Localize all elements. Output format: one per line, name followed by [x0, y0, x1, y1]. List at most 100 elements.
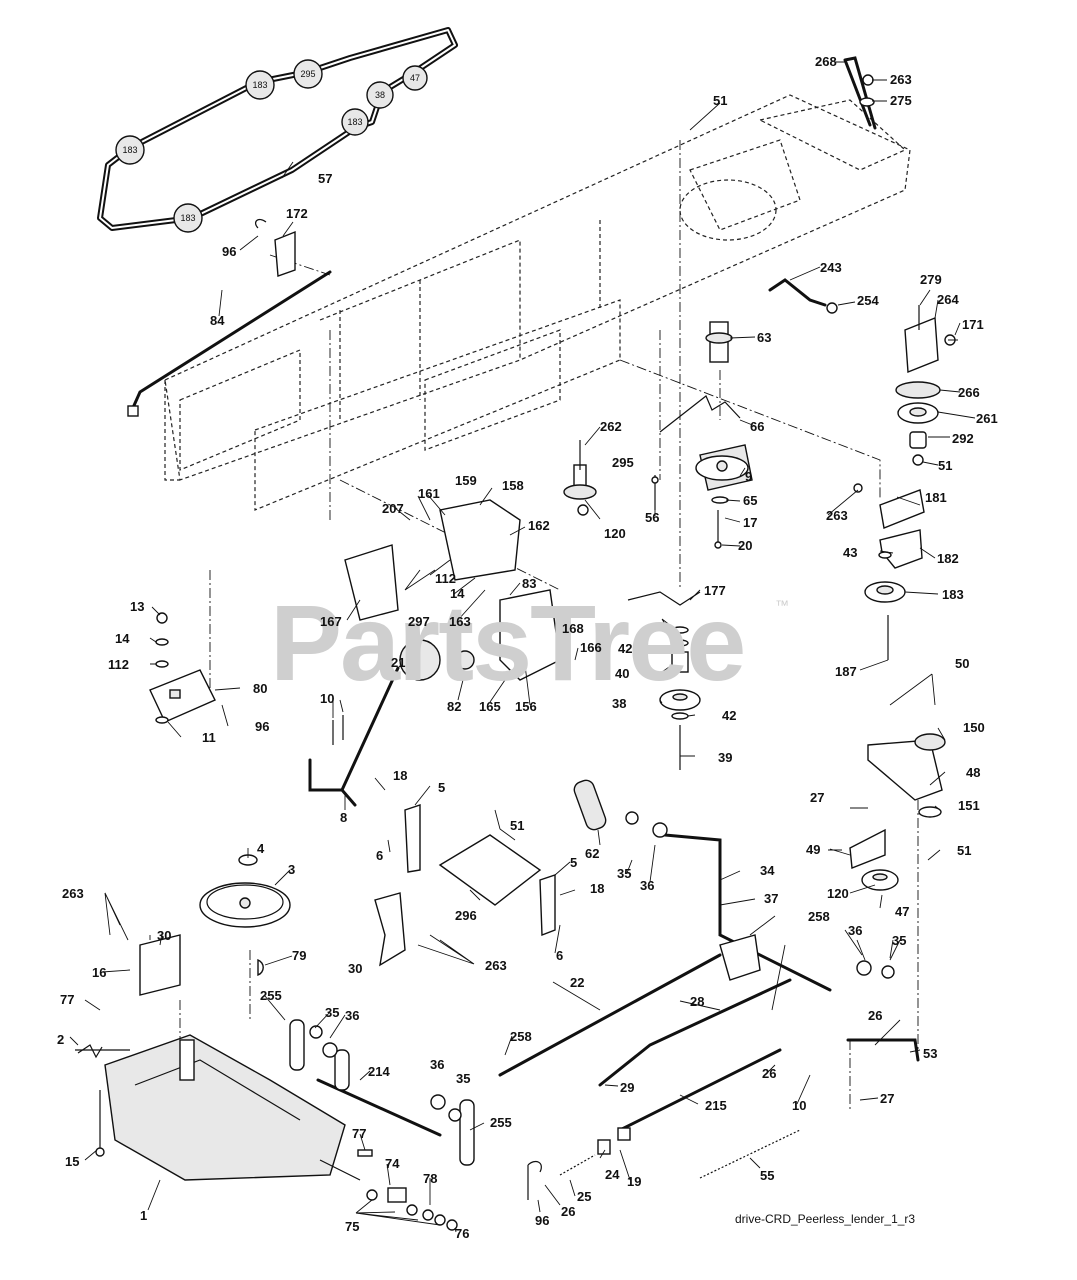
bracket-167	[344, 544, 399, 621]
callout-c42a: 42	[618, 641, 632, 656]
callout-c263d: 263	[485, 958, 507, 973]
callout-c183: 183	[942, 587, 964, 602]
collars-19-24	[597, 1127, 631, 1155]
callout-c1: 1	[140, 1208, 147, 1223]
callout-c120a: 120	[604, 526, 626, 541]
callout-c27b: 27	[880, 1091, 894, 1106]
washer-151	[918, 806, 942, 818]
callout-c255a: 255	[260, 988, 282, 1003]
callout-c172: 172	[286, 206, 308, 221]
callout-c29: 29	[620, 1080, 634, 1095]
bracket-30-left	[139, 934, 181, 996]
brake-lever-8	[308, 666, 400, 807]
key-79	[257, 958, 264, 977]
bracket-5-right	[539, 874, 556, 937]
callout-c51c: 51	[510, 818, 524, 833]
callout-c35a: 35	[617, 866, 631, 881]
callout-c62: 62	[585, 846, 599, 861]
rod-22	[498, 953, 722, 1077]
callout-c268: 268	[815, 54, 837, 69]
drive-belt: 183 295 47 38 183 183 183	[97, 27, 458, 233]
rod-215	[618, 1048, 782, 1132]
callout-c19: 19	[627, 1174, 641, 1189]
callout-c57: 57	[318, 171, 332, 186]
callout-c10a: 10	[320, 691, 334, 706]
callout-c264: 264	[937, 292, 959, 307]
belt-guide-66	[659, 395, 741, 433]
callout-c78: 78	[423, 1171, 437, 1186]
callout-c3: 3	[288, 862, 295, 877]
callout-c35b: 35	[892, 933, 906, 948]
callout-c77a: 77	[60, 992, 74, 1007]
callout-c53: 53	[923, 1046, 937, 1061]
pins-10	[332, 715, 344, 745]
belt-pulley: 183	[341, 108, 369, 136]
callout-c156: 156	[515, 699, 537, 714]
hardware-13-14-112-11	[155, 612, 169, 724]
callout-c295: 295	[612, 455, 634, 470]
axle-hardware	[366, 1187, 458, 1231]
pulley-295	[563, 440, 597, 516]
callout-c171: 171	[962, 317, 984, 332]
callout-c76: 76	[455, 1226, 469, 1241]
callout-c24: 24	[605, 1167, 620, 1182]
watermark: PartsTree ™	[270, 582, 789, 703]
svg-text:183: 183	[122, 145, 137, 155]
bracket-264	[904, 305, 956, 374]
washers-35-36	[309, 811, 895, 1122]
callout-c35d: 35	[456, 1071, 470, 1086]
spring-55	[699, 1129, 801, 1179]
callout-c167: 167	[320, 614, 342, 629]
bolt-20	[714, 510, 722, 549]
callout-c50: 50	[955, 656, 969, 671]
callout-c13: 13	[130, 599, 144, 614]
callout-c168: 168	[562, 621, 584, 636]
svg-text:183: 183	[252, 80, 267, 90]
bolt-15	[95, 1090, 105, 1157]
pulley-63	[705, 321, 733, 363]
callout-c51d: 51	[957, 843, 971, 858]
callout-c258b: 258	[510, 1029, 532, 1044]
callout-c40: 40	[615, 666, 629, 681]
callout-c263a: 263	[890, 72, 912, 87]
wire-177	[627, 591, 701, 606]
callout-c150: 150	[963, 720, 985, 735]
belt-pulley: 183	[245, 70, 275, 100]
pulley-183	[864, 581, 906, 603]
callout-c20: 20	[738, 538, 752, 553]
callout-c5b: 5	[570, 855, 577, 870]
callout-c30b: 30	[348, 961, 362, 976]
callout-c42b: 42	[722, 708, 736, 723]
callout-c181: 181	[925, 490, 947, 505]
callout-c51a: 51	[713, 93, 727, 108]
callout-c30a: 30	[157, 928, 171, 943]
lever-268	[843, 56, 877, 130]
tractor-frame	[164, 94, 911, 511]
belt-pulley: 295	[293, 59, 323, 89]
callout-c166: 166	[580, 640, 602, 655]
callout-c112a: 112	[435, 571, 456, 586]
callout-c43: 43	[843, 545, 857, 560]
callout-c28: 28	[690, 994, 704, 1009]
callout-c84: 84	[210, 313, 225, 328]
callout-c215: 215	[705, 1098, 727, 1113]
callout-c263c: 263	[62, 886, 84, 901]
belt-pulley: 183	[115, 135, 145, 165]
callout-c161: 161	[418, 486, 440, 501]
spacer-292	[909, 431, 927, 449]
key-77	[357, 1149, 373, 1157]
callout-c96c: 96	[535, 1213, 549, 1228]
bracket-158	[439, 499, 521, 581]
rod-28	[598, 978, 792, 1087]
callout-c297: 297	[408, 614, 430, 629]
diagram-reference: drive-CRD_Peerless_lender_1_r3	[735, 1212, 915, 1226]
bolt-56	[651, 475, 659, 510]
callout-c255b: 255	[490, 1115, 512, 1130]
knob-21	[399, 639, 441, 681]
bracket-80	[149, 669, 216, 723]
callout-c275: 275	[890, 93, 912, 108]
callout-c75: 75	[345, 1219, 359, 1234]
callout-c120b: 120	[827, 886, 849, 901]
spring-25	[559, 1154, 596, 1176]
